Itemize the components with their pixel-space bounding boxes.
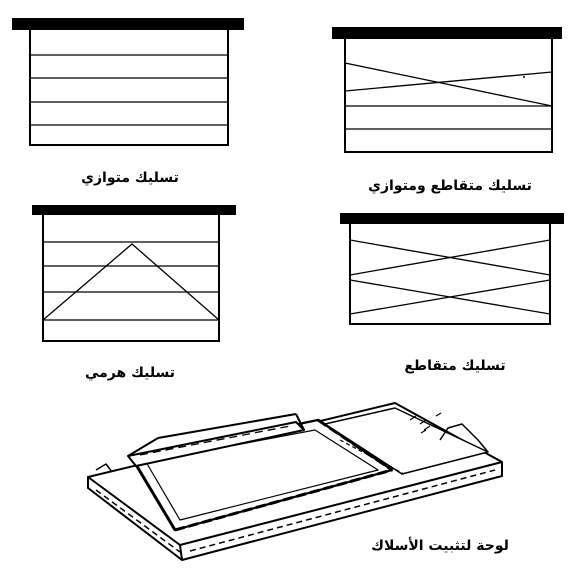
frame-top-bar [332, 27, 562, 39]
frame-top-bar [32, 205, 236, 215]
frame-crossed-parallel [332, 27, 562, 153]
wire-pyramid [42, 243, 220, 321]
wire-diagonal [349, 239, 551, 276]
roller-bar-top [157, 413, 297, 439]
caption-crossed: تسليك متقاطع [404, 358, 506, 374]
wire-diagonal [344, 62, 553, 107]
clamp-dashes [339, 439, 405, 475]
frame-top-bar [12, 18, 244, 30]
clamp-texture [409, 412, 442, 434]
caption-parallel: تسليك متوازي [81, 170, 179, 186]
board-frame-rail-bottom [174, 468, 393, 532]
caption-pyramid: تسليك هرمي [84, 365, 176, 381]
dot-mark [523, 76, 525, 78]
caption-crossed-parallel: تسليك متقاطع ومتوازي [368, 178, 532, 194]
frame-top-bar [340, 213, 564, 224]
wire-diagonal [349, 279, 551, 315]
caption-board: لوحة لتثبيت الأسلاك [371, 538, 509, 554]
wire-diagonal [344, 71, 553, 92]
board-base-dashes [95, 489, 181, 553]
roller-bar-end [295, 413, 305, 431]
frame-pyramid [32, 205, 236, 342]
roller-bar-end [127, 437, 159, 457]
wiring-board-sketch [87, 402, 503, 561]
board-base-corner [179, 544, 183, 561]
board-frame-rail-left [130, 457, 177, 531]
clamp-knob [439, 423, 489, 453]
board-base-dashes [189, 469, 496, 552]
frame-crossed [340, 213, 564, 325]
frame-parallel [12, 18, 244, 146]
board-bracket [95, 463, 113, 473]
